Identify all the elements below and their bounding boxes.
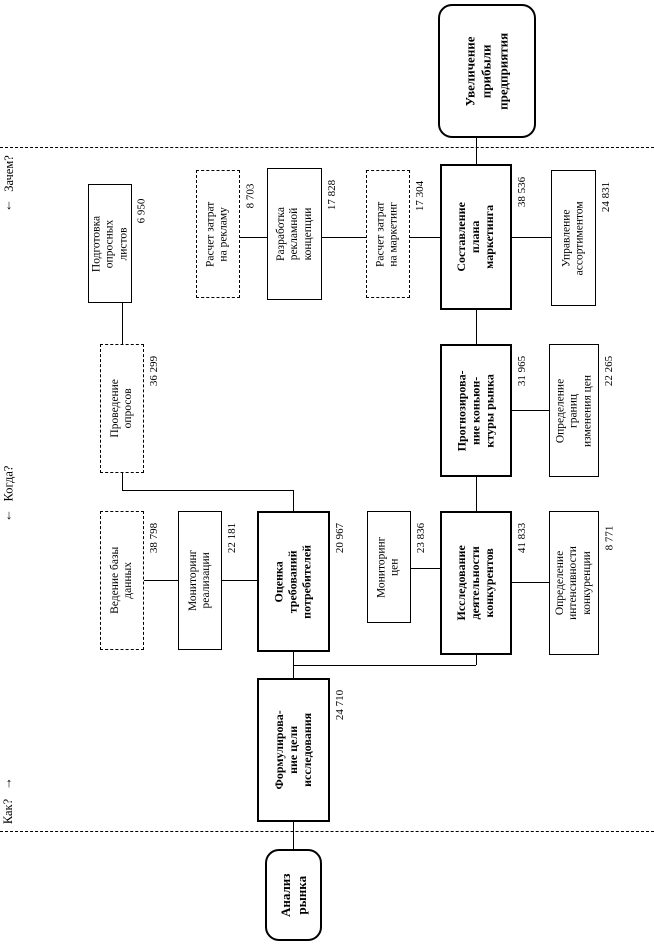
node-consumer-evaluation-label: Оценка требований потребителей bbox=[271, 544, 314, 619]
node-marketing-plan: Составление плана маркетинга bbox=[440, 164, 512, 310]
section-divider-top bbox=[0, 147, 654, 148]
node-sales-monitoring-value: 22 181 bbox=[226, 522, 239, 554]
node-competition-intensity-value: 8 771 bbox=[603, 525, 616, 551]
node-sales-monitoring: Мониторинг реализации bbox=[178, 511, 222, 650]
node-price-bounds-label: Определение границ изменения цен bbox=[554, 374, 593, 447]
node-goal-formulation-label: Формулирова- ние цели исследования bbox=[271, 710, 314, 790]
connector bbox=[222, 580, 257, 581]
section-label-zachem: Зачем? bbox=[1, 154, 16, 192]
node-assortment: Управление ассортиментом bbox=[551, 170, 596, 306]
node-goal-label: Увеличение прибыли предприятия bbox=[462, 32, 511, 110]
node-price-monitoring: Мониторинг цен bbox=[367, 511, 411, 623]
connector bbox=[410, 237, 440, 238]
node-database: Ведение базы данных bbox=[100, 511, 144, 650]
node-competitor-research-value: 41 833 bbox=[516, 522, 529, 554]
node-competition-intensity-label: Определение интенсивности конкуренции bbox=[554, 546, 593, 620]
node-price-monitoring-value: 23 836 bbox=[415, 522, 428, 554]
connector bbox=[476, 477, 477, 511]
connector bbox=[293, 665, 476, 666]
node-assortment-value: 24 831 bbox=[600, 181, 613, 213]
down-arrow-icon: ↓ bbox=[5, 197, 13, 212]
node-ad-concept: Разработка рекламной концепции bbox=[267, 168, 322, 300]
node-database-value: 38 798 bbox=[148, 522, 161, 554]
node-ad-costs-value: 8 703 bbox=[244, 183, 257, 209]
section-label-kak: Как? bbox=[1, 798, 16, 824]
connector bbox=[512, 410, 549, 411]
connector bbox=[411, 568, 440, 569]
node-competitor-research-label: Исследование деятельности конкурентов bbox=[454, 545, 496, 621]
node-goal-formulation: Формулирова- ние цели исследования bbox=[257, 678, 330, 822]
node-ad-concept-value: 17 828 bbox=[326, 179, 339, 211]
node-consumer-evaluation: Оценка требований потребителей bbox=[257, 511, 330, 652]
node-forecast-value: 31 965 bbox=[516, 355, 529, 387]
node-consumer-evaluation-value: 20 967 bbox=[334, 522, 347, 554]
connector bbox=[512, 237, 551, 238]
node-surveys-label: Проведение опросов bbox=[108, 379, 134, 438]
connector bbox=[512, 582, 549, 583]
connector bbox=[144, 580, 178, 581]
node-competition-intensity: Определение интенсивности конкуренции bbox=[549, 511, 599, 655]
node-marketing-plan-value: 38 536 bbox=[516, 176, 529, 208]
node-ad-costs: Расчет затрат на рекламу bbox=[196, 170, 240, 298]
connector bbox=[322, 237, 366, 238]
up-arrow-icon: ↑ bbox=[5, 775, 13, 790]
node-sales-monitoring-label: Мониторинг реализации bbox=[186, 549, 212, 612]
connector bbox=[476, 310, 477, 344]
node-price-monitoring-label: Мониторинг цен bbox=[375, 536, 401, 598]
section-label-kogda: Когда? bbox=[1, 465, 16, 501]
connector bbox=[476, 138, 477, 164]
connector bbox=[122, 473, 123, 490]
node-competitor-research: Исследование деятельности конкурентов bbox=[440, 511, 512, 655]
node-marketing-costs-label: Расчет затрат на маркетинг bbox=[374, 201, 400, 267]
node-questionnaires-value: 6 950 bbox=[135, 198, 148, 224]
node-assortment-label: Управление ассортиментом bbox=[560, 200, 586, 276]
node-market-analysis-label: Анализ рынка bbox=[277, 873, 309, 917]
section-divider-bottom bbox=[0, 831, 654, 832]
connector bbox=[476, 655, 477, 665]
node-market-analysis: Анализ рынка bbox=[265, 849, 322, 941]
node-ad-costs-label: Расчет затрат на рекламу bbox=[204, 201, 230, 267]
connector bbox=[293, 822, 294, 849]
node-marketing-plan-label: Составление плана маркетинга bbox=[454, 202, 496, 272]
node-questionnaires: Подготовка опросных листов bbox=[88, 184, 132, 303]
down-arrow-icon: ↓ bbox=[5, 507, 13, 522]
node-forecast: Прогнозирова- ние коньюн- ктуры рынка bbox=[440, 344, 512, 477]
node-goal-formulation-value: 24 710 bbox=[334, 689, 347, 721]
node-marketing-costs: Расчет затрат на маркетинг bbox=[366, 170, 410, 298]
connector bbox=[122, 303, 123, 344]
node-goal: Увеличение прибыли предприятия bbox=[438, 4, 536, 138]
connector bbox=[293, 490, 294, 511]
node-price-bounds: Определение границ изменения цен bbox=[549, 344, 599, 477]
connector bbox=[240, 237, 267, 238]
node-surveys-value: 36 299 bbox=[148, 355, 161, 387]
node-database-label: Ведение базы данных bbox=[108, 546, 134, 615]
node-forecast-label: Прогнозирова- ние коньюн- ктуры рынка bbox=[454, 370, 496, 451]
node-ad-concept-label: Разработка рекламной концепции bbox=[274, 207, 314, 261]
node-marketing-costs-value: 17 304 bbox=[414, 180, 427, 212]
node-surveys: Проведение опросов bbox=[100, 344, 144, 473]
node-price-bounds-value: 22 265 bbox=[603, 355, 616, 387]
connector bbox=[122, 490, 293, 491]
node-questionnaires-label: Подготовка опросных листов bbox=[90, 215, 129, 272]
